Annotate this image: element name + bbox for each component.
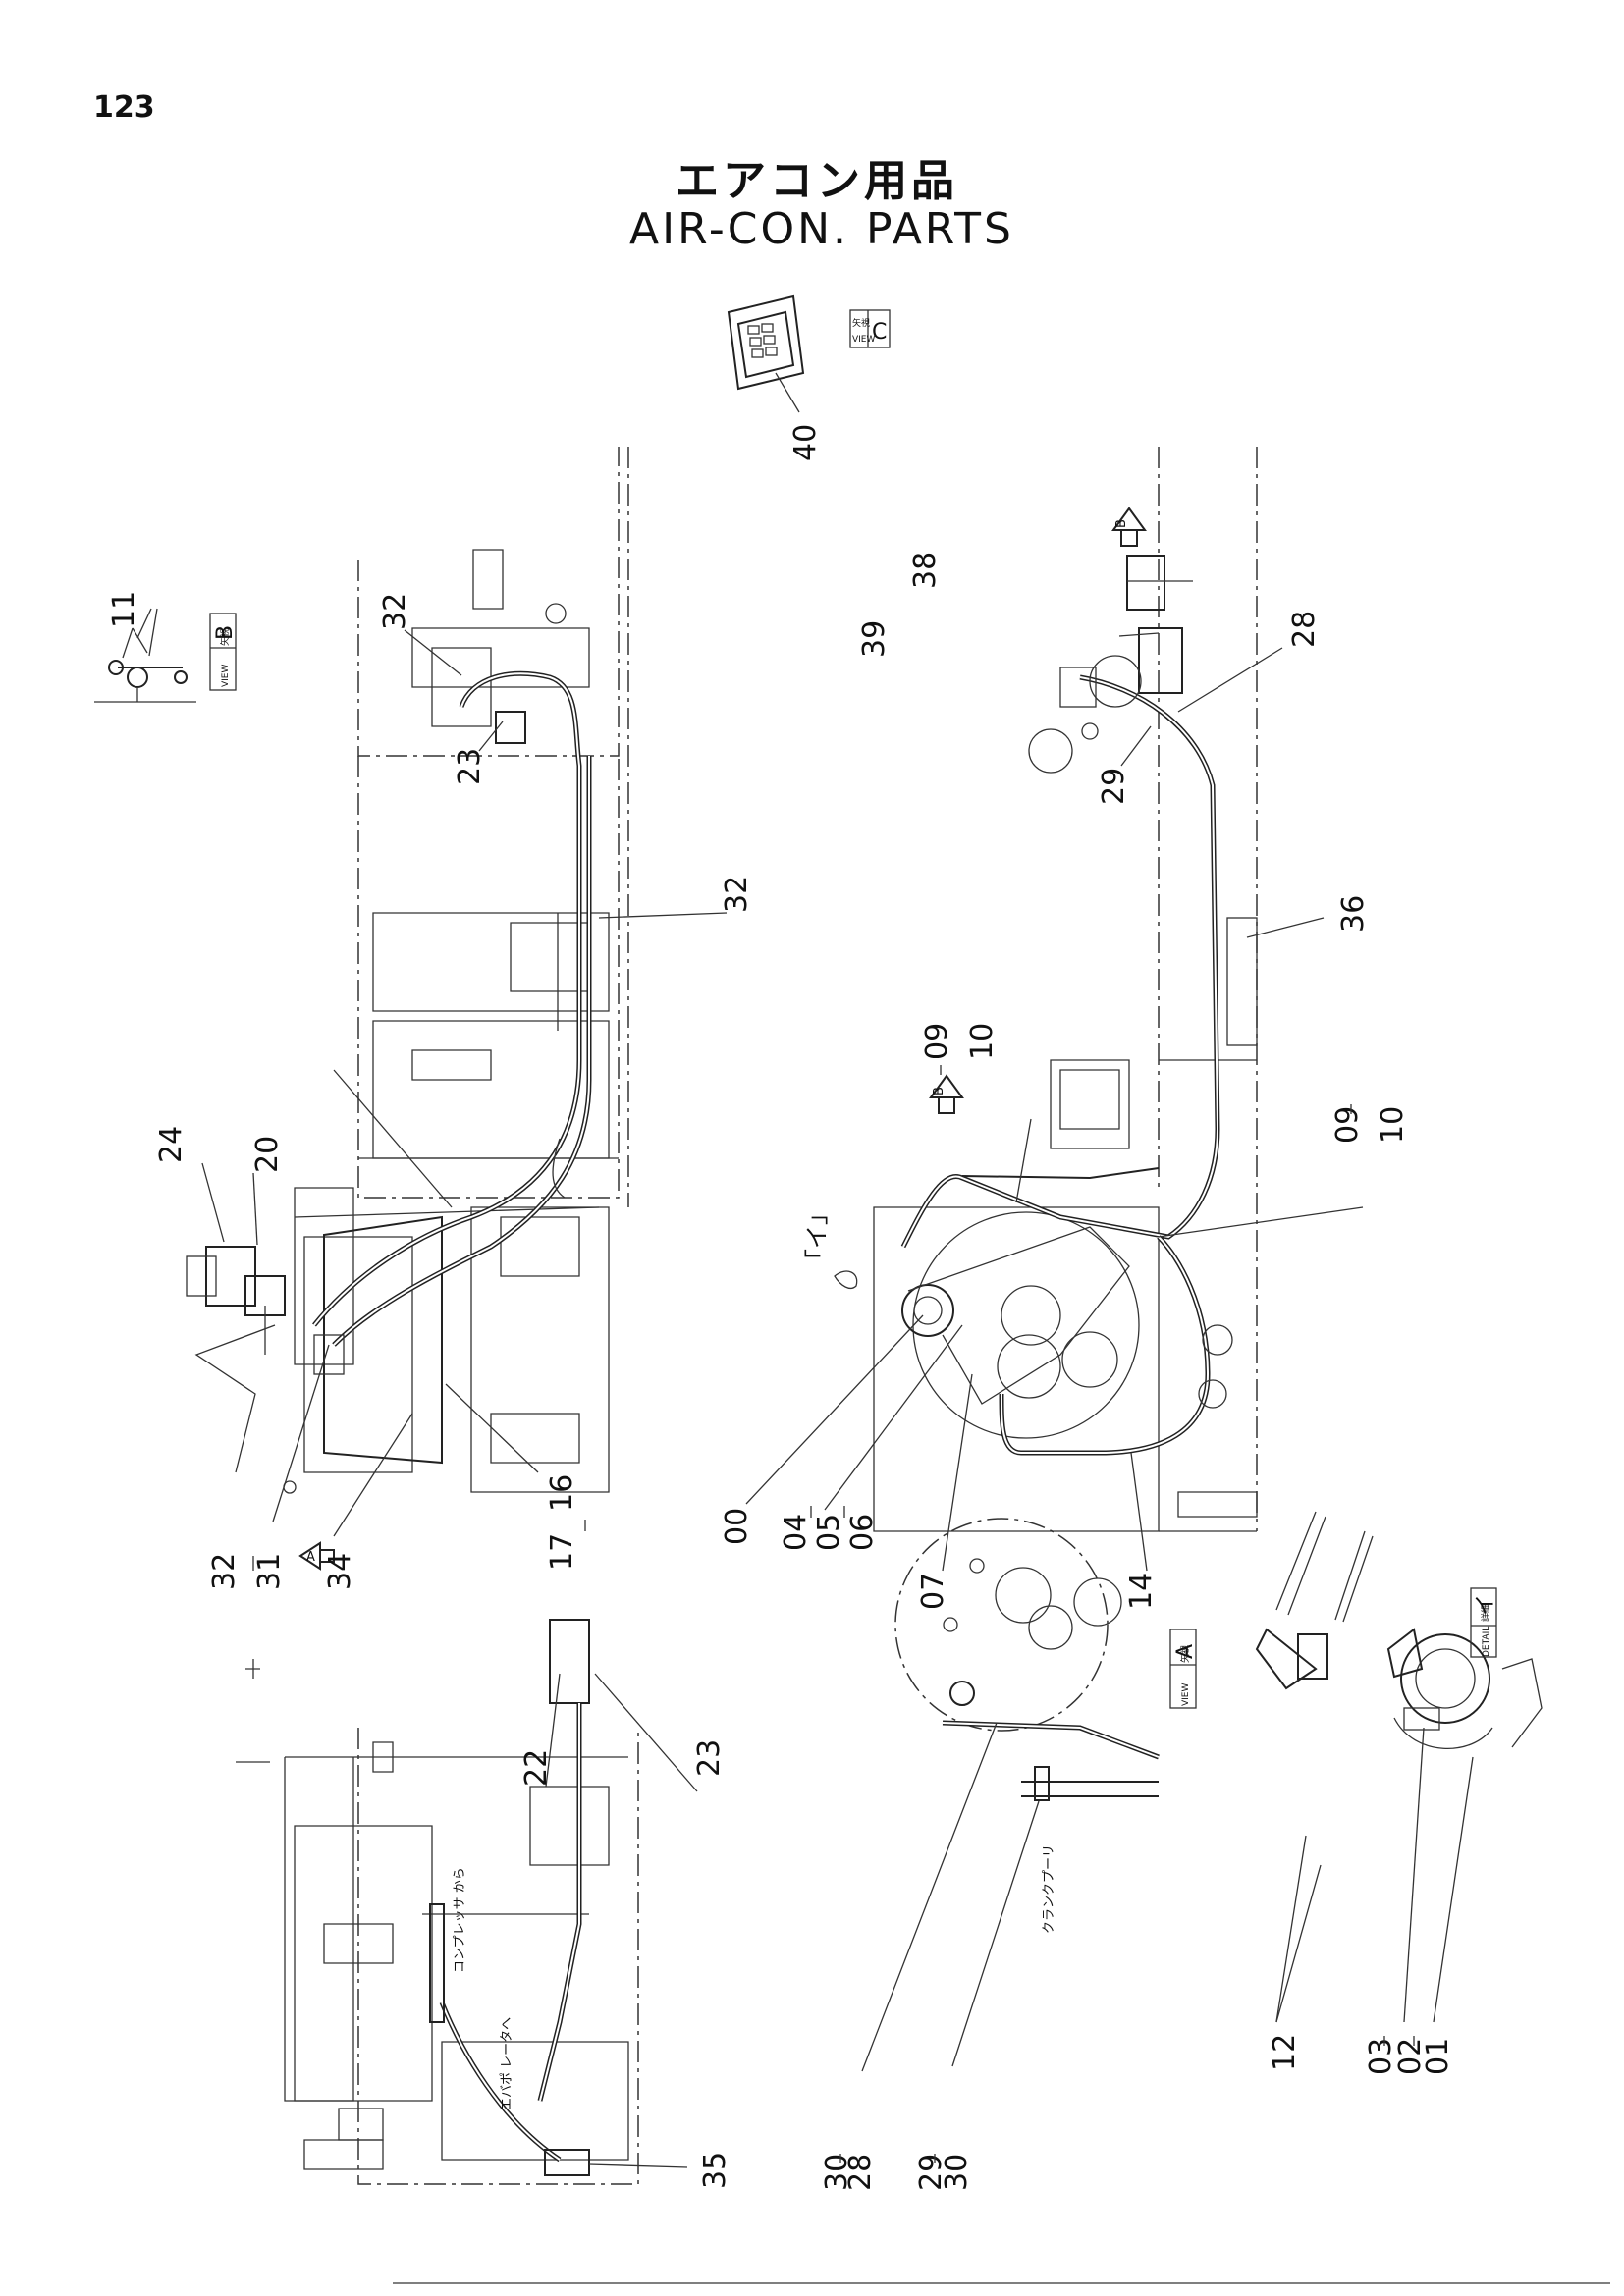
view-b-arrow-top: B [1111, 507, 1147, 547]
svg-text:B: B [213, 625, 238, 640]
callout-40: 40 [788, 424, 823, 461]
callout-05: 05 [812, 1514, 846, 1551]
svg-text:VIEW: VIEW [1181, 1683, 1191, 1706]
callout-11: 11 [107, 591, 141, 628]
callout-35: 35 [698, 2152, 732, 2189]
callout-28: 28 [1287, 611, 1322, 648]
detail-i-label: 詳細 DETAIL イ [1470, 1587, 1498, 1658]
view-b-sketch [94, 608, 196, 703]
detail-i-marker: 「イ」 [803, 1201, 858, 1290]
callout-23-top: 23 [453, 748, 487, 785]
callout-32-left: 32 [207, 1553, 242, 1590]
callout-20: 20 [250, 1136, 285, 1173]
svg-text:エバポ レータへ: エバポ レータへ [500, 2017, 514, 2110]
callout-34: 34 [323, 1553, 357, 1590]
svg-text:C: C [872, 320, 887, 345]
callout-32-mid: 32 [720, 876, 754, 913]
callout-04: 04 [779, 1514, 813, 1551]
callout-28-a: 28 [843, 2154, 878, 2191]
callout-29: 29 [1097, 768, 1131, 805]
bottom-left-notes: コンプレッサ から エバポ レータへ [453, 1867, 514, 2110]
bottom-left-unit-outline [284, 1728, 639, 2185]
callout-23-bottom: 23 [692, 1739, 727, 1777]
callout-30-b: 30 [940, 2154, 974, 2191]
page-title-japanese: エアコン用品 [676, 156, 958, 206]
svg-text:イ: イ [1474, 1594, 1498, 1616]
view-c-label: 矢視 VIEW C [849, 309, 891, 348]
detail-i-compressor [1255, 1511, 1543, 1749]
view-a-crank-pulley [894, 1518, 1160, 1801]
callout-09-a: 09 [920, 1023, 954, 1060]
left-hose-routes [194, 670, 592, 1473]
callout-39: 39 [857, 620, 892, 658]
callout-02: 02 [1393, 2038, 1428, 2075]
svg-text:矢視: 矢視 [1179, 1645, 1191, 1663]
callout-01: 01 [1421, 2038, 1455, 2075]
callout-03: 03 [1364, 2038, 1398, 2075]
svg-text:A: A [1173, 1644, 1198, 1659]
left-evaporator-assembly [411, 549, 590, 744]
svg-text:VIEW: VIEW [852, 335, 875, 345]
right-machine-outline [873, 447, 1258, 1532]
callout-29-b: 29 [914, 2154, 948, 2191]
svg-text:矢視: 矢視 [852, 317, 870, 329]
left-machine-outline [294, 447, 629, 1493]
right-receiver-drier-area [1028, 555, 1258, 1046]
svg-text:詳細: 詳細 [1480, 1604, 1491, 1622]
right-engine-pulleys [901, 1211, 1140, 1439]
left-fittings [186, 1246, 345, 1494]
callout-06: 06 [845, 1514, 880, 1551]
svg-text:コンプレッサ から: コンプレッサ から [453, 1867, 467, 1973]
callout-numbers: 40 11 32 23 32 24 20 32 31 34 16 17 38 3… [107, 424, 1455, 2191]
leader-lines [122, 580, 1474, 2168]
view-a-label: 矢視 VIEW A [1169, 1629, 1198, 1709]
crank-pulley-note: クランクプーリ [1042, 1844, 1056, 1934]
callout-22: 22 [519, 1749, 554, 1787]
callout-38: 38 [908, 552, 943, 589]
callout-17: 17 [545, 1533, 579, 1571]
bottom-left-hoses [236, 1619, 590, 2176]
view-b-label: 矢視 VIEW B [209, 613, 238, 691]
page-title-english: AIR-CON. PARTS [629, 204, 1014, 254]
callout-10-b: 10 [1376, 1106, 1410, 1144]
callout-09-b: 09 [1330, 1106, 1365, 1144]
svg-text:B: B [1114, 519, 1129, 528]
view-a-arrow-marker: A [298, 1541, 335, 1571]
control-panel-part-40 [727, 294, 805, 413]
callout-07: 07 [916, 1573, 950, 1610]
svg-text:VIEW: VIEW [221, 665, 231, 687]
callout-14: 14 [1124, 1573, 1159, 1610]
callout-31: 31 [252, 1553, 287, 1590]
svg-text:矢視: 矢視 [219, 628, 231, 646]
view-b-arrow-mid: B [929, 1074, 964, 1114]
callout-10-a: 10 [965, 1023, 1000, 1060]
right-hose-routes [900, 674, 1233, 1456]
callout-16: 16 [545, 1474, 579, 1512]
callout-00: 00 [720, 1508, 754, 1545]
callout-12: 12 [1268, 2034, 1302, 2071]
callout-30-a: 30 [820, 2154, 854, 2191]
svg-text:「イ」: 「イ」 [803, 1201, 831, 1272]
svg-text:DETAIL: DETAIL [1482, 1627, 1491, 1657]
page-number: 123 [93, 90, 155, 125]
svg-text:A: A [306, 1550, 315, 1565]
svg-text:クランクプーリ: クランクプーリ [1042, 1844, 1056, 1934]
svg-text:B: B [932, 1087, 947, 1095]
callout-24: 24 [154, 1126, 189, 1163]
callout-32-top: 32 [378, 593, 412, 630]
callout-36: 36 [1336, 895, 1371, 933]
